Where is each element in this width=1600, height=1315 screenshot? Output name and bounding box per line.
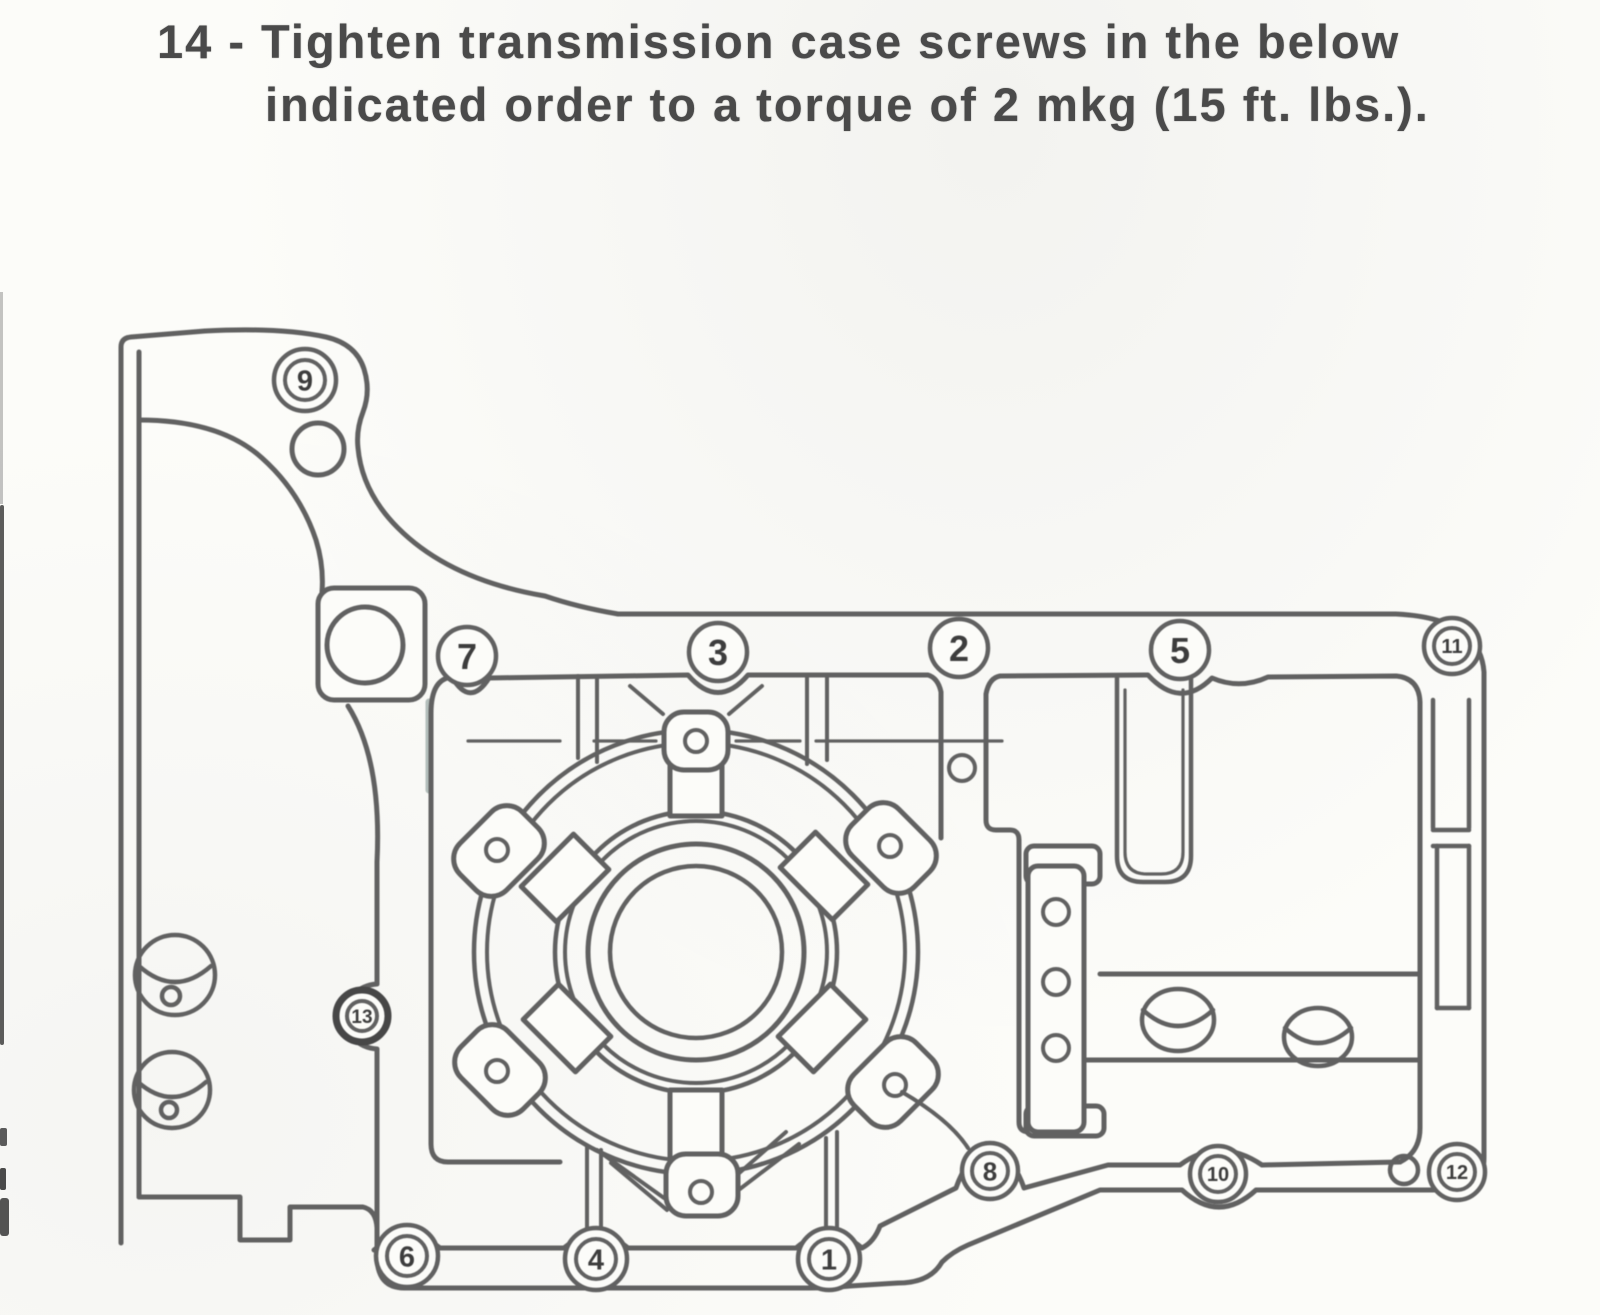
screw-10-marker: 10	[1187, 1143, 1249, 1205]
case-line-art	[118, 327, 1487, 1291]
svg-text:10: 10	[1207, 1164, 1229, 1186]
bearing-bore-inner	[607, 863, 785, 1041]
case-outer-outline	[343, 611, 1487, 1291]
screw-13-marker: 13	[332, 986, 392, 1046]
instruction-line-2: indicated order to a torque of 2 mkg (15…	[265, 78, 1430, 131]
bracket-hole-1	[1041, 897, 1071, 927]
inner-left-panel-edge	[428, 710, 563, 1165]
three-hole-bracket	[1023, 843, 1107, 1139]
u-channel	[1114, 675, 1194, 885]
arm-outer-edge	[202, 327, 621, 617]
right-panel	[1083, 971, 1423, 1069]
screw-9-marker: 9	[271, 346, 339, 414]
svg-text:13: 13	[351, 1007, 372, 1028]
scan-artifact	[0, 1168, 6, 1190]
arm-inner-edge	[136, 417, 325, 595]
svg-text:2: 2	[949, 628, 969, 669]
bearing-bottom-tab	[667, 1087, 725, 1165]
gasket-top-line-right	[983, 672, 1423, 1165]
screw-4-marker: 4	[562, 1225, 630, 1293]
drain-oval-right	[1281, 1005, 1355, 1069]
top-bracket-arm	[136, 327, 621, 617]
svg-text:1: 1	[821, 1244, 837, 1276]
svg-text:4: 4	[588, 1244, 604, 1276]
right-inner-channel	[1430, 697, 1472, 1011]
plate-boss-upper	[132, 932, 218, 1018]
svg-text:12: 12	[1446, 1162, 1468, 1184]
svg-text:3: 3	[708, 632, 728, 673]
bracket-hole-3	[1041, 1033, 1071, 1063]
svg-text:5: 5	[1170, 630, 1190, 671]
screw-5-marker: 5	[1148, 618, 1212, 682]
screw-1-marker: 1	[795, 1225, 863, 1293]
svg-text:11: 11	[1441, 636, 1462, 658]
bearing-top-lug-hole	[683, 728, 709, 754]
svg-text:7: 7	[457, 636, 477, 677]
bearing-bore-outer	[585, 841, 807, 1063]
screw-8-marker: 8	[959, 1140, 1021, 1202]
screw-6-marker: 6	[373, 1222, 441, 1290]
corner-plain-hole	[1387, 1153, 1421, 1187]
scan-artifact	[0, 292, 3, 504]
bearing-bottom-lug-hole	[688, 1179, 714, 1205]
scan-artifact	[0, 1128, 7, 1146]
scan-artifact	[0, 505, 4, 1045]
screw-11-marker: 11	[1421, 615, 1483, 677]
svg-text:9: 9	[297, 365, 313, 397]
plate-boss-lower	[131, 1049, 213, 1131]
left-case-lug	[315, 585, 428, 703]
bearing-top-lug	[661, 709, 731, 773]
screw-12-marker: 12	[1426, 1141, 1488, 1203]
scan-artifact	[0, 1198, 9, 1236]
gasket-top-line	[428, 672, 944, 716]
channel-below-screw2	[938, 695, 1103, 1135]
svg-text:6: 6	[399, 1241, 415, 1273]
svg-text:8: 8	[983, 1156, 997, 1186]
bearing-bottom-lug	[663, 1151, 741, 1219]
screw-7-marker: 7	[435, 624, 499, 688]
plate-outer-edge	[118, 328, 208, 1246]
arm-plain-hole	[289, 420, 347, 478]
left-lug-hole	[324, 604, 406, 686]
screw-3-marker: 3	[686, 620, 750, 684]
channel-hole	[947, 753, 977, 783]
drain-oval-left	[1139, 986, 1217, 1054]
bearing-housing	[451, 674, 1004, 1252]
left-flange-plate	[118, 328, 380, 1246]
bearing-diagonal-lugs	[451, 800, 941, 1130]
slope-rib-above-8	[900, 1090, 970, 1150]
screw-2-marker: 2	[927, 616, 991, 680]
plate-bottom-foot	[136, 1194, 380, 1243]
bracket-hole-2	[1041, 967, 1071, 997]
instruction-text: 14 - Tighten transmission case screws in…	[157, 18, 1430, 128]
instruction-line-1: 14 - Tighten transmission case screws in…	[157, 15, 1401, 68]
